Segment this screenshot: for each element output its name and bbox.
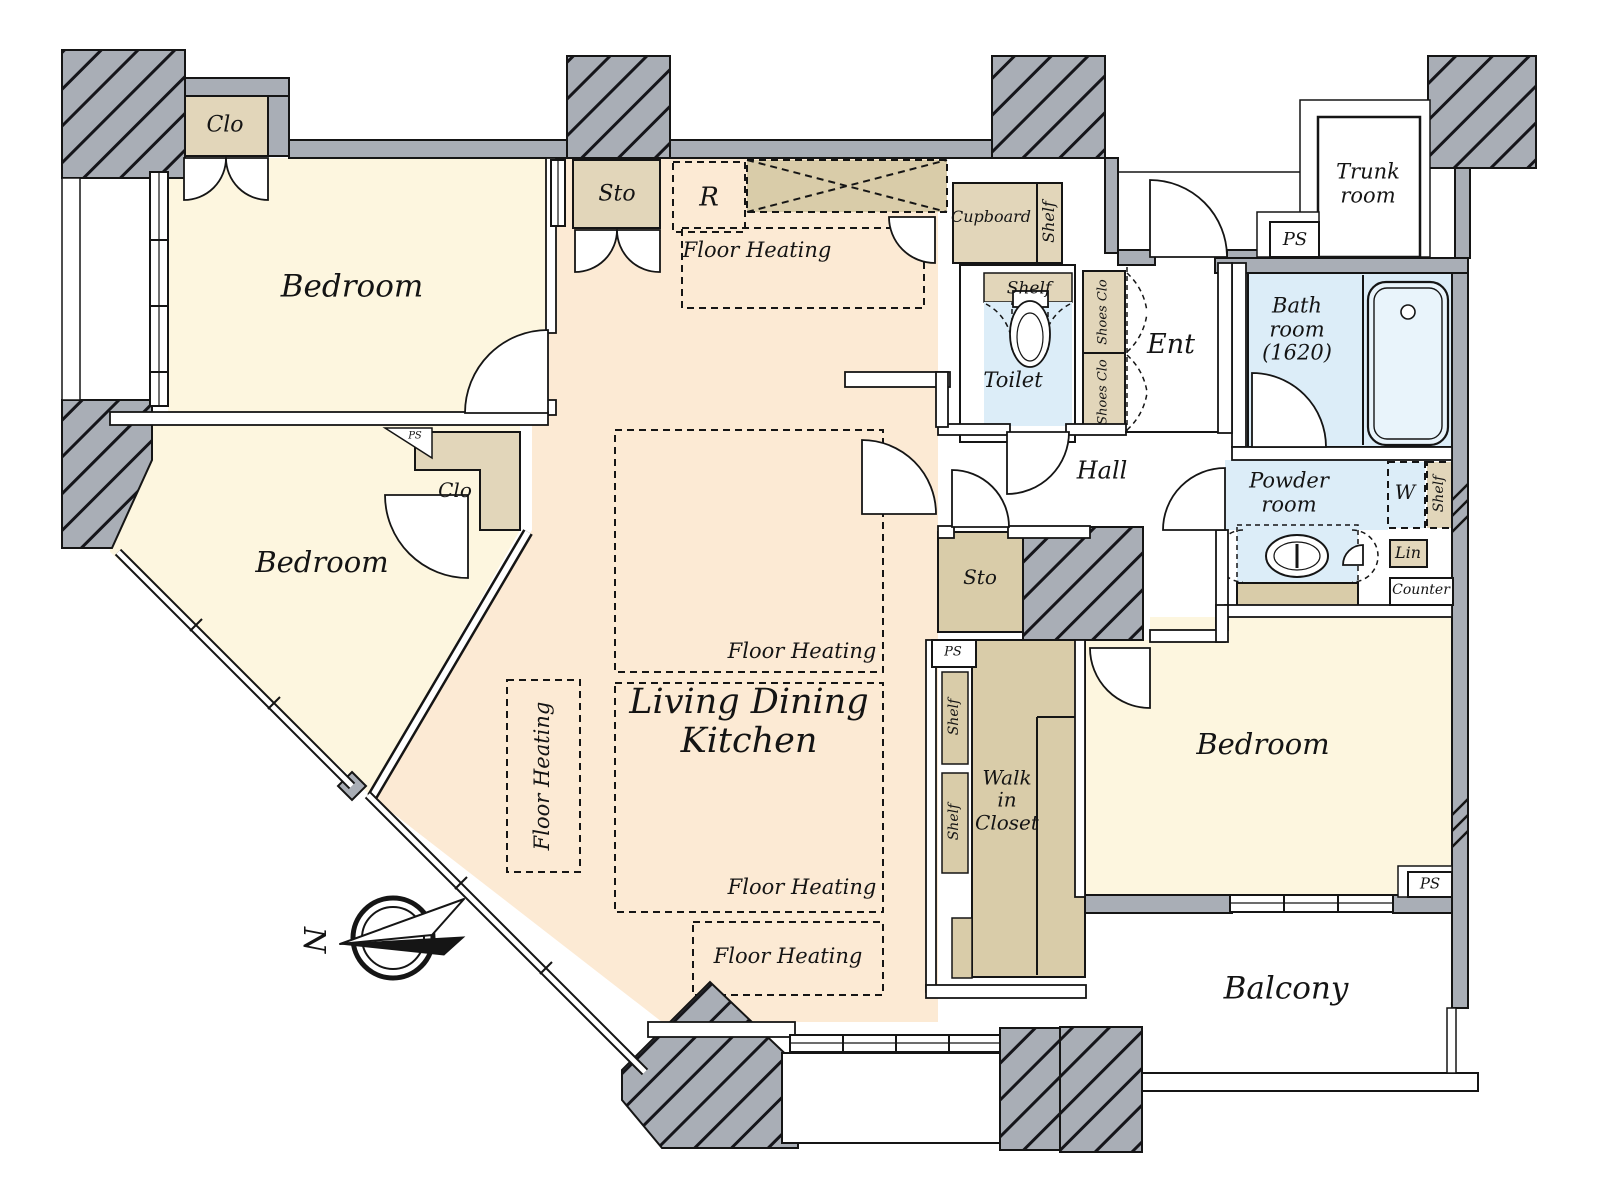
compass-needle-solid <box>339 936 466 956</box>
ent-closet-bifold <box>1126 267 1148 432</box>
shelf-powder-outline <box>1426 461 1454 529</box>
sink-fixture <box>1265 534 1329 578</box>
sink-dashed-area <box>1236 524 1359 584</box>
pillar-top-center <box>566 55 671 159</box>
dashed-annotations <box>506 159 1454 996</box>
bedroom2-door <box>384 494 469 579</box>
bedroom3-floor <box>1085 617 1452 895</box>
shoes-clo-upper-floor <box>1082 270 1126 354</box>
pillar-left-mid <box>61 399 153 549</box>
pillar-top-left <box>61 49 186 179</box>
shelf-kitchen-floor <box>1036 182 1063 264</box>
ps-wic-box <box>931 639 977 668</box>
window-sill-left <box>61 177 81 401</box>
ps-bedroom3-box <box>1407 871 1453 898</box>
right-outer-wall <box>1451 272 1469 1009</box>
sto-right-floor <box>937 531 1024 633</box>
pillar-bottom-left <box>621 980 799 1149</box>
wic-floor <box>971 639 1086 978</box>
counter-box <box>1389 577 1454 606</box>
balcony-post <box>1446 1007 1457 1074</box>
floor-heating-left-area <box>506 679 581 873</box>
clo1-door-right <box>225 157 269 201</box>
cupboard-floor <box>952 182 1038 264</box>
fixtures <box>339 99 1479 1144</box>
hall-corridor-door <box>951 469 1010 528</box>
service-balcony <box>781 1052 1001 1144</box>
compass-needle-outline <box>339 898 465 945</box>
washer-space <box>1388 462 1425 528</box>
bedroom1-door <box>464 329 549 414</box>
shoes-clo-lower-floor <box>1082 352 1126 434</box>
pillar-corner-ne <box>1427 55 1537 169</box>
floor-heating-lower-area <box>614 682 884 913</box>
ldk-hall-door <box>861 439 937 515</box>
lin-door <box>1342 544 1364 566</box>
window-bedroom2-diagonal <box>114 548 356 790</box>
room-floors <box>107 95 1453 1022</box>
kitchen-door <box>888 216 936 264</box>
bedroom3-door <box>1089 647 1151 709</box>
toilet-fixture <box>1009 290 1051 368</box>
wic-step <box>951 917 973 979</box>
shelf-powder-floor <box>1427 462 1453 528</box>
compass <box>339 895 466 981</box>
bathtub <box>1362 275 1450 447</box>
pillar-wic <box>1022 526 1144 641</box>
floor-heating-mid-area <box>614 429 884 673</box>
clo1-floor <box>181 95 269 157</box>
washer-outline <box>1387 461 1426 529</box>
ps-bedroom2-box <box>382 427 433 460</box>
floor-heating-kitchen-area <box>681 227 925 309</box>
entrance-door <box>1149 179 1228 258</box>
ldk-floor <box>372 158 938 1022</box>
sto-top-floor <box>572 159 661 229</box>
diagonal-wall <box>367 529 533 800</box>
lin-floor <box>1389 539 1428 568</box>
pillar-top-right-center <box>991 55 1106 159</box>
trunk-room <box>1299 99 1431 259</box>
sto-top-door-right <box>616 229 661 273</box>
clo2-floor <box>414 431 521 531</box>
window-ldk-diagonal <box>364 791 649 1076</box>
balcony-railing <box>1141 1072 1479 1092</box>
refrigerator-space <box>672 161 746 233</box>
ps-entrance-box <box>1269 221 1320 258</box>
shelf-wic-upper-floor <box>941 671 969 765</box>
toilet-door <box>1006 431 1070 495</box>
exterior-walls <box>61 49 1537 1153</box>
powder-door <box>1162 467 1226 531</box>
doors <box>183 157 1364 709</box>
pillar-balcony-left <box>1059 1026 1143 1153</box>
ps-boxes <box>382 211 1454 898</box>
shelf-wic-lower-floor <box>941 772 969 874</box>
bathroom-door <box>1251 372 1327 448</box>
powder-room-floor <box>1225 460 1388 530</box>
interior-walls <box>109 157 1453 1038</box>
sink-cabinet <box>1236 582 1359 608</box>
